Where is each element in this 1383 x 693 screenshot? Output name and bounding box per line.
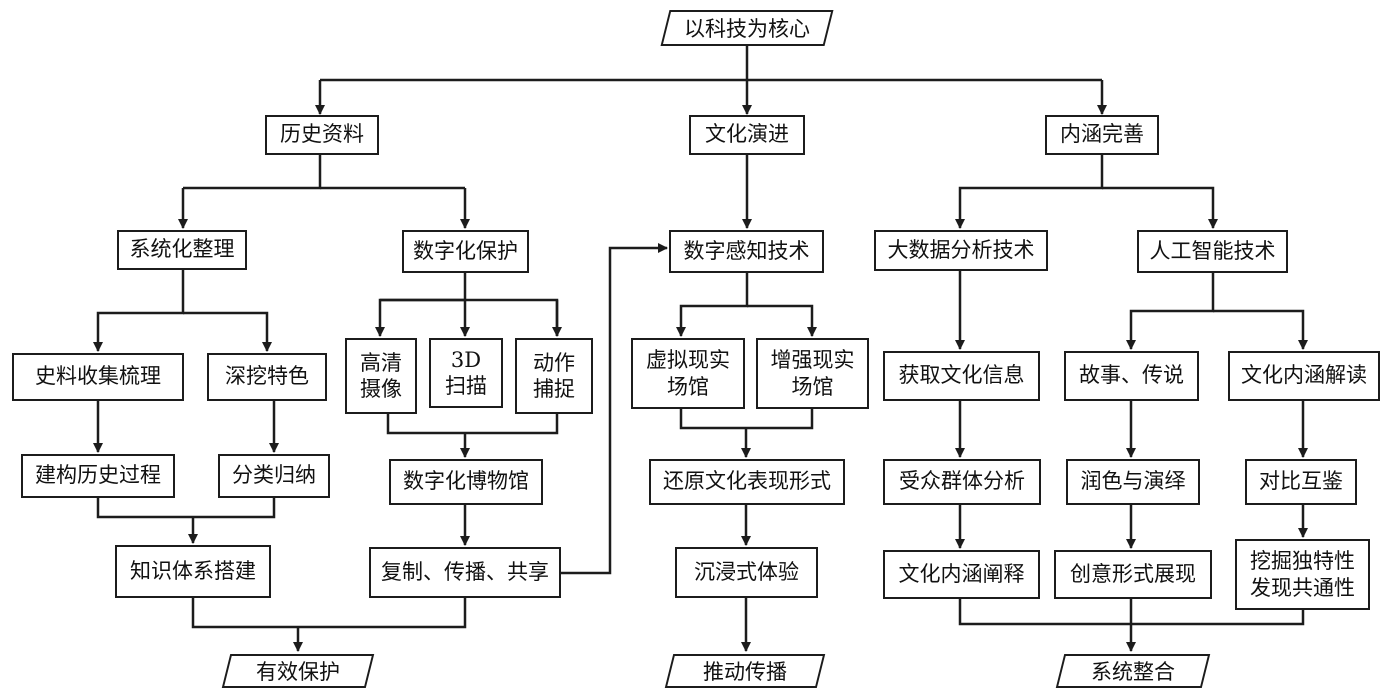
- mocap-line-1: 动作: [533, 350, 575, 375]
- vr-hall-node: 虚拟现实 场馆: [631, 338, 745, 409]
- arrow-to-hd-camera: [375, 272, 467, 337]
- arrow-to-story: [1126, 272, 1215, 350]
- arrow-to-ar-hall: [747, 304, 817, 337]
- construct-node: 建构历史过程: [21, 454, 175, 498]
- connector-merge-museum: [386, 413, 559, 435]
- ar-hall-node: 增强现实 场馆: [756, 338, 869, 409]
- connector-merge-knowledge: [96, 497, 276, 519]
- arrow-share-to-perception: [561, 243, 668, 575]
- share-node: 复制、传播、共享: [369, 547, 561, 598]
- perception-node: 数字感知技术: [669, 230, 824, 273]
- mine-line-2: 发现共通性: [1250, 575, 1355, 600]
- bigdata-node: 大数据分析技术: [874, 230, 1048, 271]
- meaning-node: 文化内涵解读: [1228, 351, 1380, 401]
- classify-node: 分类归纳: [218, 454, 330, 498]
- feature-node: 深挖特色: [207, 353, 327, 401]
- hd-camera-node: 高清 摄像: [345, 338, 417, 414]
- interpret-node: 文化内涵阐释: [883, 550, 1040, 599]
- vr-hall-line-2: 场馆: [667, 374, 709, 399]
- arrow-to-ai: [1102, 186, 1218, 229]
- polish-node: 润色与演绎: [1066, 459, 1200, 505]
- digital-museum-node: 数字化博物馆: [389, 459, 543, 505]
- hd-camera-line-1: 高清: [360, 350, 402, 375]
- arrow-to-feature: [183, 311, 272, 352]
- vr-hall-line-1: 虚拟现实: [646, 348, 730, 373]
- collect-node: 史料收集梳理: [12, 353, 184, 401]
- connector-merge-restore: [679, 408, 814, 430]
- connector-digital-split: [380, 298, 559, 336]
- immersive-node: 沉浸式体验: [675, 547, 818, 598]
- compare-node: 对比互鉴: [1245, 459, 1357, 505]
- restore-node: 还原文化表现形式: [649, 459, 845, 505]
- mocap-line-2: 捕捉: [533, 377, 575, 401]
- creative-node: 创意形式展现: [1054, 550, 1212, 599]
- 3d-scan-line-2: 扫描: [445, 374, 487, 398]
- knowledge-node: 知识体系搭建: [115, 545, 271, 598]
- content-node: 内涵完善: [1045, 115, 1159, 155]
- outcome-spread: 推动传播: [669, 654, 821, 688]
- audience-node: 受众群体分析: [883, 459, 1041, 505]
- arrow-to-vr-hall: [676, 272, 749, 337]
- culture-node: 文化演进: [689, 115, 805, 155]
- arrow-to-meaning: [1213, 309, 1308, 350]
- arrow-to-bigdata: [955, 153, 1104, 229]
- history-node: 历史资料: [265, 115, 379, 155]
- mine-line-1: 挖掘独特性: [1250, 549, 1355, 574]
- root-node: 以科技为核心: [665, 10, 829, 46]
- ar-hall-line-1: 增强现实: [770, 348, 855, 373]
- ar-hall-line-2: 场馆: [791, 374, 834, 399]
- connector-merge-protect: [191, 597, 467, 629]
- culture-info-node: 获取文化信息: [883, 351, 1040, 401]
- hd-camera-line-2: 摄像: [360, 377, 402, 401]
- outcome-protect: 有效保护: [226, 654, 370, 688]
- outcome-integrate: 系统整合: [1060, 654, 1206, 688]
- 3d-scan-line-1: 3D: [450, 347, 482, 372]
- connector-history-split: [183, 153, 322, 190]
- digital-protect-node: 数字化保护: [402, 230, 529, 273]
- mine-node: 挖掘独特性 发现共通性: [1235, 539, 1370, 610]
- ai-node: 人工智能技术: [1137, 230, 1288, 273]
- systematic-node: 系统化整理: [117, 230, 247, 270]
- arrow-to-collect: [93, 269, 185, 352]
- 3d-scan-node: 3D 扫描: [429, 338, 503, 408]
- mocap-node: 动作 捕捉: [515, 338, 593, 414]
- story-node: 故事、传说: [1064, 351, 1199, 401]
